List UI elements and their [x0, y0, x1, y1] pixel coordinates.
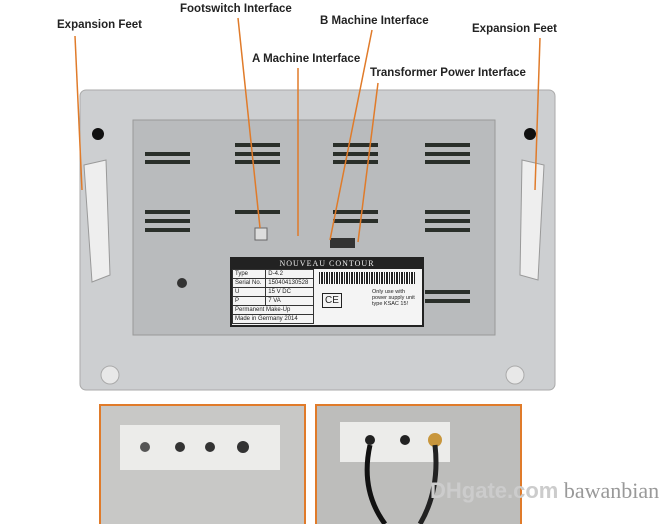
callout-b-machine-interface: B Machine Interface	[320, 15, 429, 27]
label-note: Only use with power supply unit type KSA…	[372, 289, 415, 307]
right-knob	[524, 128, 536, 140]
callout-a-machine-interface: A Machine Interface	[252, 53, 361, 65]
callout-transformer-power-interface: Transformer Power Interface	[370, 67, 526, 79]
rubber-foot	[505, 365, 525, 385]
spec-value: D-4.2	[265, 269, 314, 279]
spec-value: 15 V DC	[265, 287, 314, 297]
spec-key: U	[231, 287, 267, 297]
barcode	[319, 272, 415, 284]
label-permanent: Permanent Make-Up	[232, 305, 314, 315]
spec-key: Type	[231, 269, 267, 279]
watermark-logo: DHgate.com	[430, 478, 559, 503]
label-brand: NOUVEAU CONTOUR	[232, 259, 422, 269]
screw-hole	[177, 278, 187, 288]
right-expansion-foot	[519, 159, 545, 281]
spec-value: 7 VA	[265, 296, 314, 306]
ce-mark: CE	[322, 293, 342, 308]
spec-key: Serial No.	[231, 278, 267, 288]
watermark-seller: bawanbian	[563, 478, 660, 503]
watermark: DHgate.com bawanbian	[430, 478, 659, 504]
footswitch-port	[254, 227, 268, 241]
left-knob	[92, 128, 104, 140]
rubber-foot	[100, 365, 120, 385]
callout-lines	[74, 17, 541, 243]
spec-value: 150404130528	[265, 278, 314, 288]
callout-expansion-feet-right: Expansion Feet	[472, 23, 557, 35]
callout-expansion-feet-left: Expansion Feet	[57, 19, 142, 31]
label-made-in: Made in Germany 2014	[232, 314, 314, 324]
b-machine-port	[330, 238, 355, 248]
left-expansion-foot	[83, 159, 111, 283]
callout-footswitch-interface: Footswitch Interface	[180, 3, 292, 15]
vent-slots	[145, 143, 470, 303]
spec-key: P	[231, 296, 267, 306]
